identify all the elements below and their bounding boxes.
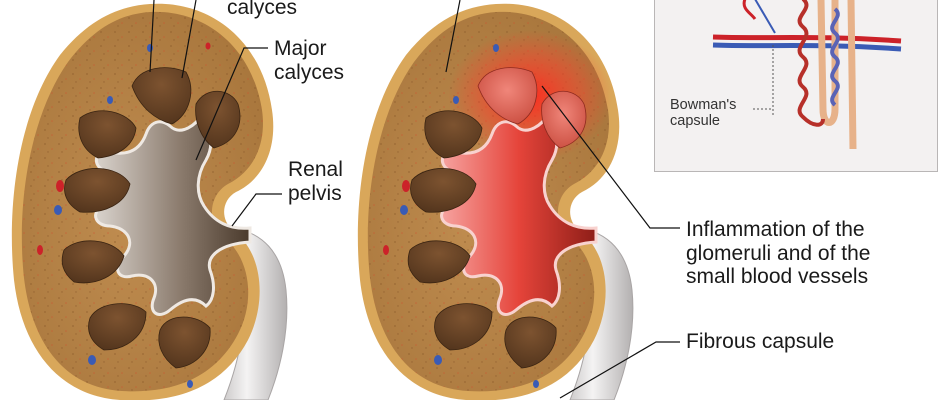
normal-pyramid [158, 316, 211, 369]
inflamed-glomeruli-pyramid [477, 67, 538, 125]
leader-lines [149, 0, 680, 399]
renal-pelvis-label: Renal pelvis [288, 158, 343, 205]
minor-calyces-label: calyces [227, 0, 298, 19]
inflamed-kidney [357, 3, 634, 400]
inflammation-label: Inflammation of the glomeruli and of the… [686, 218, 871, 289]
inflamed-pyramid [410, 168, 477, 213]
normal-pyramid [61, 240, 125, 284]
inflamed-glomeruli-pyramid [541, 90, 587, 149]
major-calyces-label: Major calyces [274, 37, 345, 84]
fibrous-capsule-label: Fibrous capsule [686, 330, 835, 353]
normal-pyramid [78, 110, 137, 159]
normal-pyramid [131, 67, 192, 125]
inflamed-pyramid [434, 303, 493, 351]
normal-kidney [11, 3, 288, 400]
normal-pyramid [64, 168, 131, 213]
inflamed-pyramid [504, 316, 557, 369]
inflamed-pyramid [407, 240, 471, 284]
inflamed-pyramid [424, 110, 483, 159]
bowmans-capsule-label: Bowman's capsule [670, 97, 737, 130]
nephron-illustration [712, 0, 902, 150]
normal-pyramid [88, 303, 147, 351]
nephron-inset [654, 0, 938, 172]
